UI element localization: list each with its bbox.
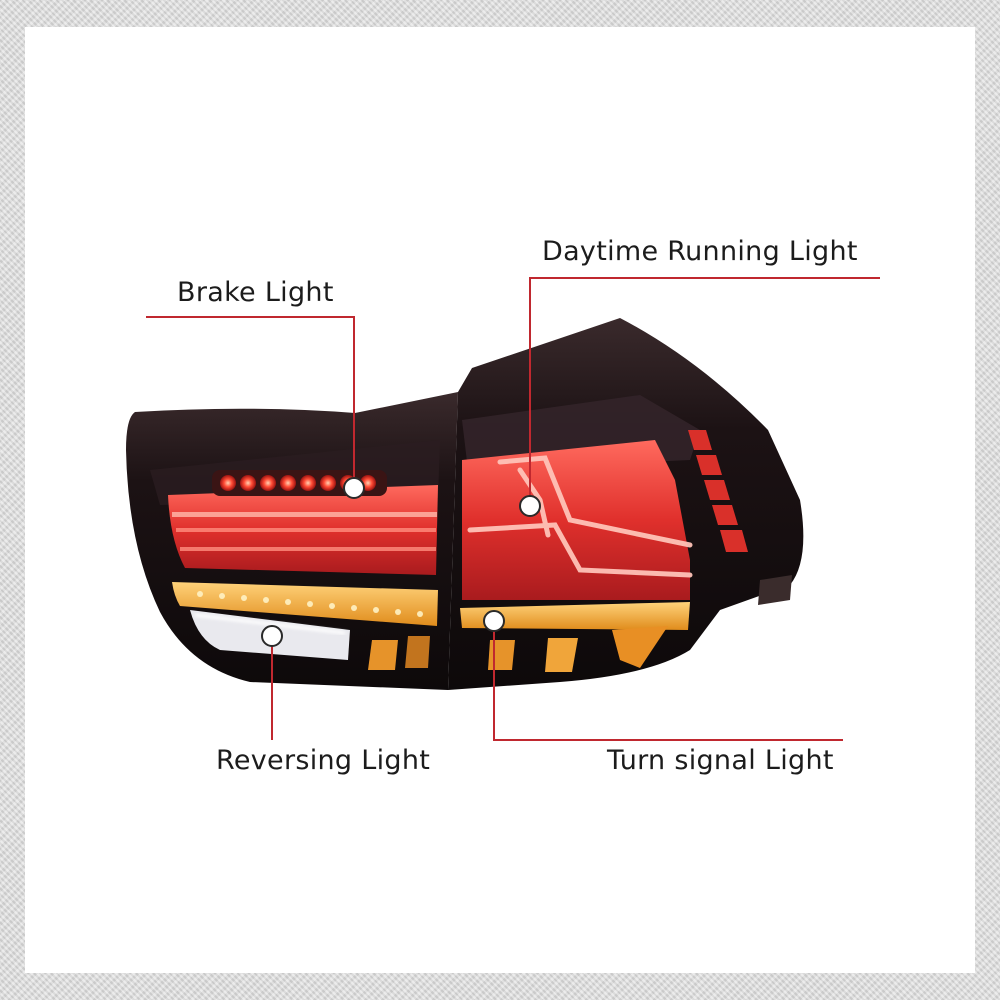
left-amber-block-2 [405,636,430,668]
brake-leader-line [146,316,355,488]
left-red-lightbar-3 [180,547,436,551]
right-amber-block-3 [612,626,668,668]
drl-marker-dot [519,495,541,517]
left-tail-light [126,392,458,690]
reversing-light-label: Reversing Light [216,745,431,776]
turn-marker-dot [483,610,505,632]
brake-marker-dot [343,477,365,499]
side-red-steps [688,430,748,552]
left-amber-led-dots [197,591,423,617]
marker-dots [261,477,541,647]
brake-light-label: Brake Light [177,277,334,308]
right-amber-block-2 [545,638,578,672]
right-amber-strip [460,602,690,630]
right-amber-block-1 [488,640,515,670]
left-amber-block-1 [368,640,398,670]
turn-leader-line [493,621,843,741]
drl-light-guides [467,455,693,578]
left-red-lightbar-2 [176,528,436,532]
right-lower-edge [758,575,792,605]
daytime-running-light-label: Daytime Running Light [542,236,858,267]
turn-signal-light-label: Turn signal Light [607,745,834,776]
leader-lines [146,277,880,741]
left-amber-strip [172,582,438,626]
reversing-glow [194,613,346,635]
drl-leader-line [529,277,880,506]
right-tail-light [448,318,804,690]
left-red-lightbar-1 [172,512,437,517]
reversing-marker-dot [261,625,283,647]
